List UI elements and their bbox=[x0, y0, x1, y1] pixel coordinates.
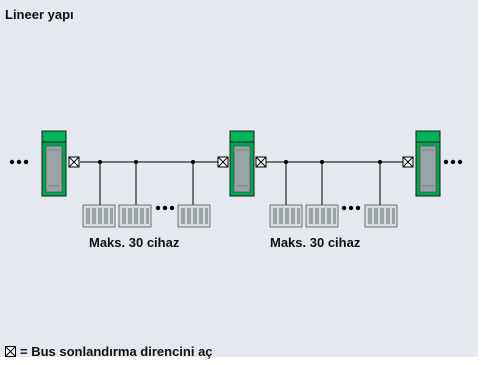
bus-taps-segment-1 bbox=[98, 160, 195, 205]
continuation-dots-left bbox=[9, 159, 29, 165]
io-device bbox=[364, 204, 398, 228]
io-device bbox=[269, 204, 303, 228]
segment-caption-1: Maks. 30 cihaz bbox=[89, 235, 180, 250]
terminator-legend-icon bbox=[5, 346, 16, 357]
io-device bbox=[177, 204, 211, 228]
legend: = Bus sonlandırma direncini aç bbox=[5, 344, 213, 359]
legend-text: = Bus sonlandırma direncini aç bbox=[20, 344, 213, 359]
device-ellipsis bbox=[341, 205, 361, 211]
diagram-title: Lineer yapı bbox=[5, 7, 74, 22]
device-ellipsis bbox=[155, 205, 175, 211]
io-device bbox=[118, 204, 152, 228]
controller-module-right bbox=[415, 130, 441, 197]
bus-taps-segment-2 bbox=[284, 160, 382, 205]
terminator-symbol bbox=[68, 156, 414, 168]
io-device bbox=[82, 204, 116, 228]
controller-module-middle bbox=[229, 130, 255, 197]
io-device-group-2 bbox=[269, 204, 398, 228]
controller-module-left bbox=[41, 130, 67, 197]
diagram-panel: Lineer yapı bbox=[0, 0, 478, 359]
io-device bbox=[305, 204, 339, 228]
continuation-dots-right bbox=[443, 159, 463, 165]
bus-topology-diagram bbox=[9, 130, 463, 228]
io-device-group-1 bbox=[82, 204, 211, 228]
segment-caption-2: Maks. 30 cihaz bbox=[270, 235, 361, 250]
